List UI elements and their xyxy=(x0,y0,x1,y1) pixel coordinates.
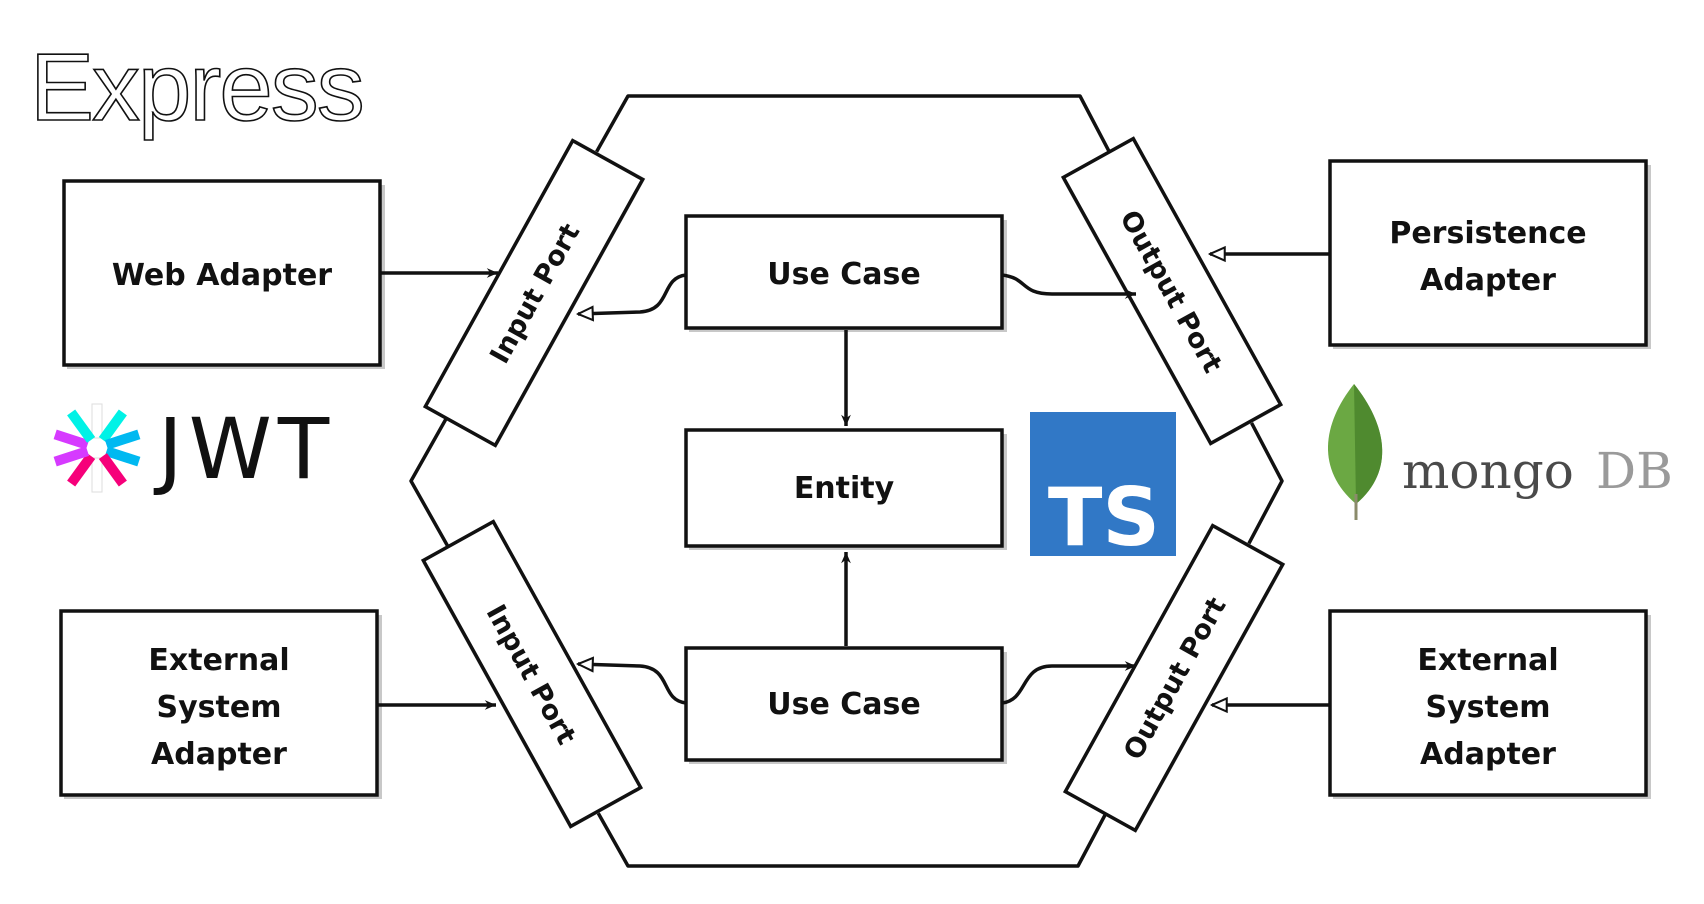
external-left-line-3: Adapter xyxy=(151,737,287,772)
arrow-usecase-bottom-to-input-port xyxy=(578,664,687,705)
external-system-adapter-right-box: External System Adapter xyxy=(1328,609,1651,799)
express-logo: Express xyxy=(30,34,363,141)
hexagon-boundary xyxy=(409,94,1284,868)
typescript-wordmark: TS xyxy=(1048,471,1160,564)
entity-label: Entity xyxy=(794,471,895,506)
input-port-bottom: Input Port xyxy=(420,519,644,830)
use-case-bottom-label: Use Case xyxy=(767,687,920,722)
arrow-usecase-top-to-output-port xyxy=(1001,273,1136,299)
input-port-top: Input Port xyxy=(422,138,646,448)
jwt-wordmark: JWT xyxy=(153,400,335,498)
external-system-adapter-left-box: External System Adapter xyxy=(59,609,382,799)
arrow-usecase-top-to-input-port xyxy=(578,273,687,314)
use-case-top-box: Use Case xyxy=(684,214,1007,332)
jwt-logo: JWT xyxy=(53,400,335,498)
use-case-top-label: Use Case xyxy=(767,257,920,292)
external-left-line-1: External xyxy=(148,643,289,678)
mongodb-wordmark-main: mongo xyxy=(1402,442,1574,500)
jwt-pinwheel-icon xyxy=(53,403,141,493)
external-right-line-2: System xyxy=(1426,690,1551,725)
output-port-bottom: Output Port xyxy=(1062,523,1286,833)
external-left-line-2: System xyxy=(157,690,282,725)
mongodb-leaf-icon xyxy=(1327,384,1383,520)
persistence-adapter-box: Persistence Adapter xyxy=(1328,159,1651,349)
persistence-line-1: Persistence xyxy=(1389,216,1586,251)
web-adapter-label: Web Adapter xyxy=(112,258,332,293)
use-case-bottom-box: Use Case xyxy=(684,646,1007,764)
typescript-logo: TS xyxy=(1030,412,1176,564)
external-right-line-3: Adapter xyxy=(1420,737,1556,772)
persistence-line-2: Adapter xyxy=(1420,263,1556,298)
mongodb-wordmark-db: DB xyxy=(1596,442,1673,500)
output-port-top: Output Port xyxy=(1060,136,1284,447)
web-adapter-box: Web Adapter xyxy=(62,179,385,369)
mongodb-logo: mongo DB xyxy=(1327,384,1673,520)
external-right-line-1: External xyxy=(1417,643,1558,678)
arrow-usecase-bottom-to-output-port xyxy=(1001,661,1136,705)
entity-box: Entity xyxy=(684,428,1007,550)
